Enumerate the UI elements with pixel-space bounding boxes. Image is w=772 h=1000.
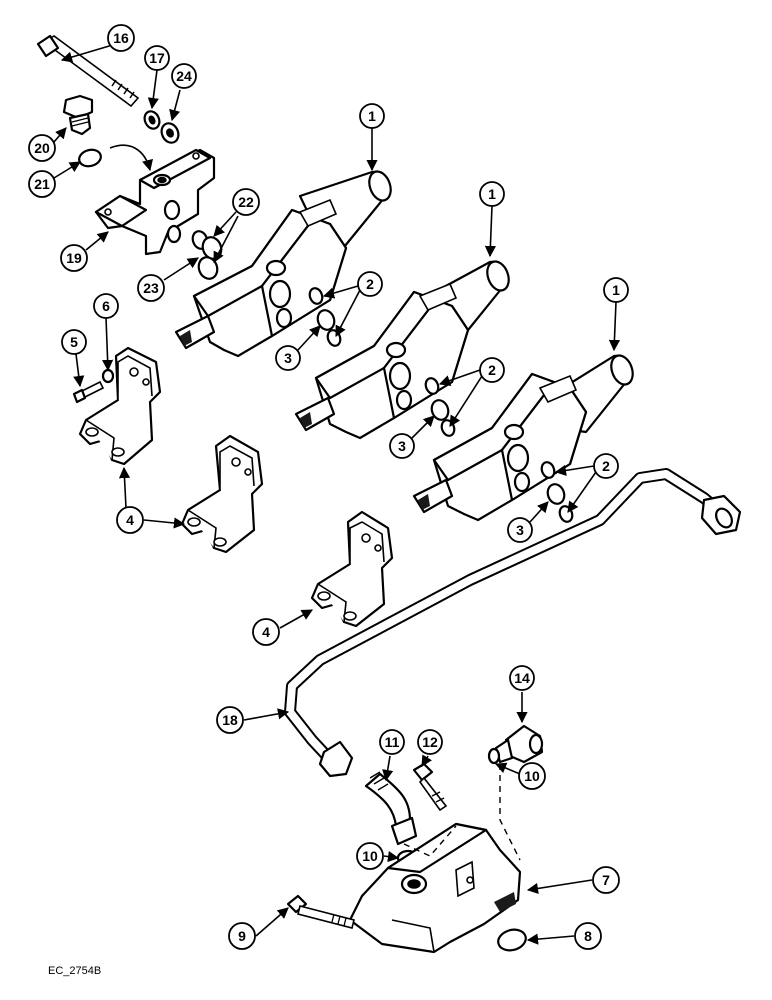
callout-12: 12: [417, 729, 443, 755]
svg-text:22: 22: [238, 194, 254, 210]
callout-3-middle: 3: [389, 433, 415, 459]
part-20-plug: [62, 94, 94, 136]
part-17-washer: [143, 110, 161, 130]
part-4-bracket-b: [180, 434, 264, 554]
svg-text:8: 8: [584, 928, 592, 944]
part-22-seal-rings: [191, 230, 219, 280]
part-21-o-ring: [78, 148, 102, 168]
callout-17: 17: [144, 45, 170, 71]
callout-24: 24: [171, 63, 197, 89]
callout-22: 22: [232, 188, 260, 216]
callout-9: 9: [228, 922, 256, 950]
callout-2-top: 2: [357, 271, 383, 297]
part-10-o-ring-upper: [487, 747, 501, 765]
part-1-valve-section-top: [174, 170, 392, 358]
callout-10-upper: 10: [518, 762, 546, 790]
part-7-end-cover: [348, 822, 522, 954]
svg-text:17: 17: [149, 50, 165, 66]
svg-text:14: 14: [514, 670, 530, 686]
part-19-inlet-housing: [94, 148, 216, 256]
part-1-valve-section-middle: [294, 260, 510, 440]
callout-2-middle: 2: [479, 357, 505, 383]
leader-lines: [53, 43, 621, 945]
callout-3-top: 3: [275, 345, 301, 371]
callout-2-bottom: 2: [593, 453, 619, 479]
svg-text:10: 10: [524, 768, 540, 784]
part-5-screw: [72, 380, 105, 404]
svg-text:12: 12: [422, 734, 438, 750]
callout-14: 14: [509, 665, 535, 691]
part-24-washer: [160, 122, 180, 144]
callout-18: 18: [216, 706, 244, 734]
svg-text:7: 7: [602, 872, 610, 888]
svg-text:3: 3: [398, 438, 406, 454]
part-4-bracket-c: [310, 510, 394, 628]
part-12-bolt: [412, 762, 448, 812]
callout-7: 7: [592, 866, 620, 894]
part-18-tube: [284, 468, 742, 778]
callout-11: 11: [379, 729, 405, 755]
callout-8: 8: [574, 922, 602, 950]
assembly-line-fitting: [499, 764, 521, 861]
callout-20: 20: [28, 134, 56, 162]
svg-text:11: 11: [385, 734, 400, 750]
drawing-code: EC_2754B: [48, 965, 101, 977]
callout-4-center: 4: [252, 618, 280, 646]
svg-text:9: 9: [238, 928, 246, 944]
svg-text:20: 20: [34, 140, 50, 156]
svg-text:4: 4: [262, 624, 270, 640]
callout-3-bottom: 3: [507, 517, 533, 543]
svg-text:23: 23: [143, 280, 159, 296]
callout-1-bottom: 1: [603, 277, 629, 303]
svg-text:1: 1: [368, 108, 376, 124]
part-1-valve-section-bottom: [412, 354, 634, 522]
svg-text:2: 2: [488, 362, 496, 378]
svg-text:2: 2: [602, 458, 610, 474]
callout-19: 19: [60, 244, 88, 272]
part-8-o-ring: [497, 928, 527, 952]
callout-16: 16: [107, 24, 135, 52]
callout-23: 23: [137, 274, 165, 302]
callout-6: 6: [93, 293, 119, 319]
svg-text:5: 5: [70, 334, 78, 350]
callout-4-left: 4: [116, 506, 144, 534]
svg-text:16: 16: [113, 30, 129, 46]
svg-text:18: 18: [222, 712, 238, 728]
part-2-3-seal-set-top: [308, 287, 342, 347]
part-9-bolt: [286, 894, 355, 929]
svg-text:24: 24: [176, 68, 192, 84]
callout-5: 5: [61, 329, 87, 355]
svg-text:10: 10: [362, 848, 378, 864]
part-4-bracket-a: [78, 346, 162, 466]
svg-text:3: 3: [516, 522, 524, 538]
svg-text:19: 19: [66, 250, 82, 266]
part-11-elbow-fitting: [364, 771, 418, 846]
svg-text:4: 4: [126, 512, 134, 528]
svg-text:1: 1: [612, 282, 620, 298]
svg-text:1: 1: [488, 186, 496, 202]
callout-21: 21: [28, 170, 56, 198]
part-14-fitting: [494, 724, 544, 764]
svg-text:2: 2: [366, 276, 374, 292]
svg-text:21: 21: [34, 176, 50, 192]
callout-1-top: 1: [359, 103, 385, 129]
svg-text:6: 6: [102, 298, 110, 314]
part-6-lock-washer: [101, 368, 115, 384]
svg-text:3: 3: [284, 350, 292, 366]
assembly-line-elbow: [403, 825, 457, 857]
callout-1-middle: 1: [479, 181, 505, 207]
callout-10-lower: 10: [356, 842, 384, 870]
